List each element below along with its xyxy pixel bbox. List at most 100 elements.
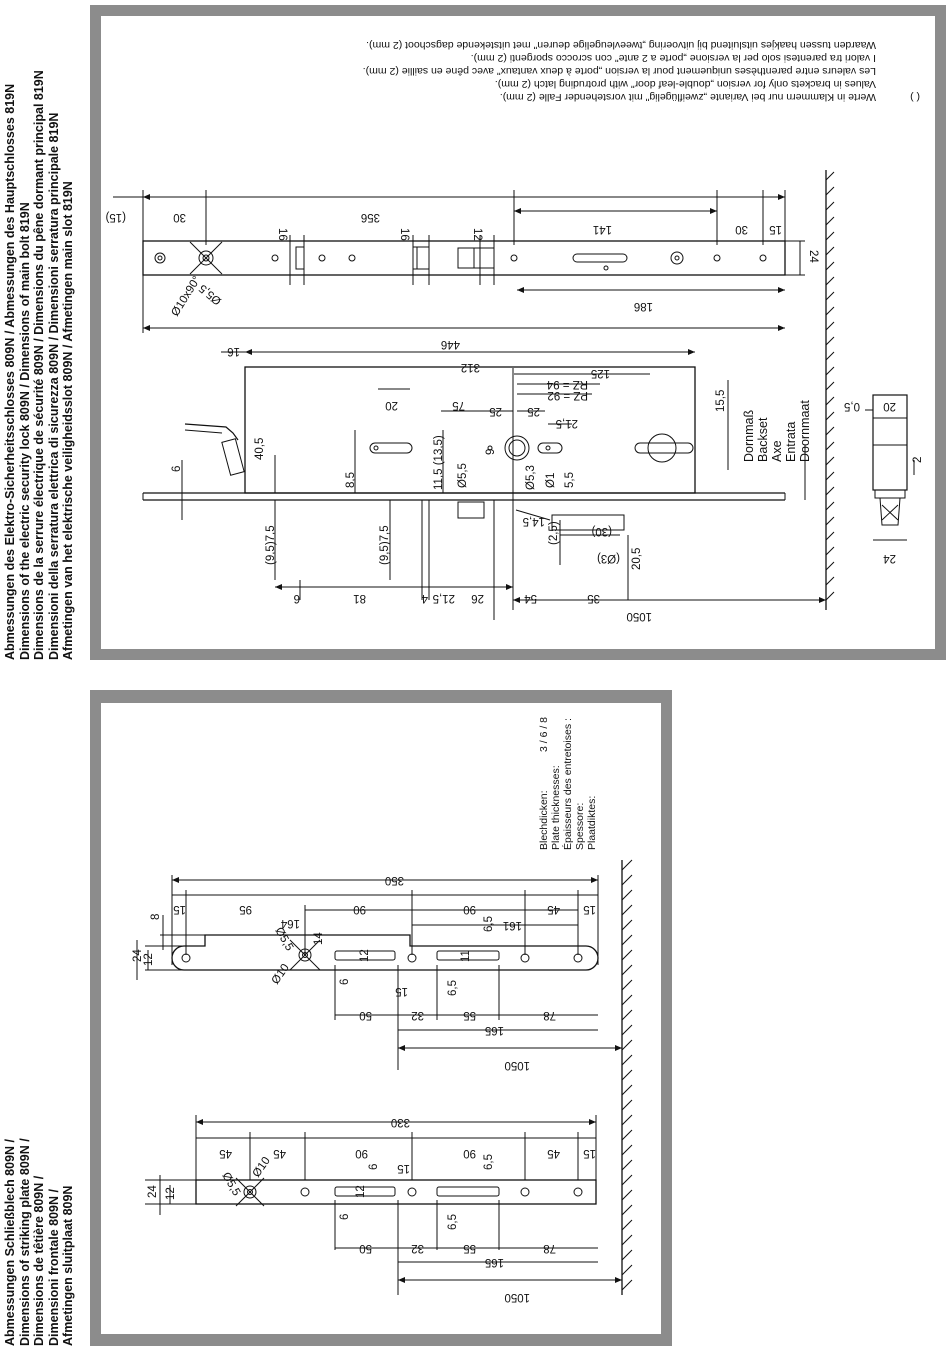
dim-label: 21,5 — [556, 417, 578, 429]
dim-label: 78 — [543, 1009, 556, 1021]
dim-label: 24 — [132, 949, 144, 962]
dim-label: 141 — [593, 223, 612, 235]
dim-label: 6 — [171, 466, 183, 472]
dim-label: 164 — [280, 917, 300, 929]
dim-label: 15 — [397, 1162, 410, 1174]
dim-label: 78 — [543, 1242, 556, 1254]
dim-label: 15,5 — [715, 390, 727, 412]
dim-label: 350 — [385, 874, 404, 886]
dim-label: 50 — [359, 1242, 372, 1254]
dim-label: 32 — [411, 1242, 424, 1254]
lock-drawing: (15) 30 356 16 16 12 141 30 15 24 186 44… — [105, 39, 924, 622]
dim-label: (2,5) — [548, 521, 560, 545]
dim-label: 0,5 — [844, 400, 860, 412]
dim-label: 6 — [339, 1214, 351, 1220]
note-line: Waarden tussen haakjes uitsluitend bij u… — [366, 39, 876, 51]
bottom-caption: Abmessungen Schließblech 809N / Dimensio… — [3, 1138, 76, 1346]
dim-label: RZ = 94 — [546, 378, 588, 390]
dim-label: 50 — [359, 1009, 372, 1021]
dim-label: 11,5 (13,5) — [433, 435, 445, 490]
dim-label: Ø5,5 — [219, 1171, 242, 1199]
dim-label: 32 — [411, 1009, 424, 1021]
dim-label: 12 — [143, 953, 155, 966]
dim-label: 6 — [339, 979, 351, 985]
caption-line: Abmessungen des Elektro-Sicherheitsschlo… — [3, 83, 17, 660]
dim-label: 1050 — [504, 1291, 530, 1303]
dim-label: 45 — [547, 1147, 560, 1159]
dim-label: 90 — [355, 1147, 368, 1159]
top-caption: Abmessungen des Elektro-Sicherheitsschlo… — [3, 70, 76, 660]
dim-label: 446 — [441, 338, 460, 350]
backset-label: Entrata — [784, 422, 798, 462]
dim-label: Ø5,5 — [457, 463, 469, 488]
dim-label: 14,5 — [523, 515, 545, 527]
striking-plate-drawing: 350 15 95 90 90 45 15 164 161 8 24 12 Ø5… — [132, 717, 633, 1303]
dim-label: 21,5 — [433, 592, 455, 604]
dim-label: 5,5 — [564, 472, 576, 488]
dim-label: Ø10x90° — [169, 274, 203, 318]
dim-label: Ø10 — [270, 962, 292, 987]
caption-line: Afmetingen sluitplaat 809N — [61, 1185, 76, 1346]
dim-label: 54 — [524, 592, 537, 604]
dim-label: 81 — [353, 592, 366, 604]
dim-label: 165 — [485, 1024, 504, 1036]
note-line: Values in brackets only for version „dou… — [495, 78, 876, 90]
dim-label: 15 — [583, 903, 596, 915]
dim-label: 1050 — [504, 1059, 530, 1071]
dim-label: 6,5 — [447, 980, 459, 996]
note-line: I valori tra parentesi solo per la versi… — [471, 52, 876, 64]
dim-label: 15 — [583, 1147, 596, 1159]
note-line: Werte in Klammern nur bei Variante „zwei… — [500, 91, 876, 103]
dim-label: 25 — [527, 405, 540, 417]
dim-label: 6,5 — [447, 1214, 459, 1230]
caption-line: Dimensions de la serrure électrique de s… — [32, 70, 47, 660]
dim-label: Ø5,5 — [197, 282, 224, 307]
dim-label: 186 — [634, 300, 653, 312]
dim-label: 40,5 — [254, 438, 266, 460]
dim-label: 16 — [227, 345, 240, 357]
dim-label: Ø5,3 — [525, 465, 537, 490]
caption-line: Dimensioni della serratura elettrica di … — [46, 112, 61, 660]
backset-label: Doornmaat — [798, 400, 812, 462]
caption-line: Abmessungen Schließblech 809N / — [3, 1138, 17, 1346]
striking-plate-area: 350 15 95 90 90 45 15 164 161 8 24 12 Ø5… — [101, 703, 661, 1334]
plate-thickness-label: Plaatdiktes: — [586, 796, 598, 850]
dim-label: 16 — [398, 228, 410, 241]
dim-label: 24 — [147, 1185, 159, 1198]
dim-label: 12 — [355, 1185, 367, 1198]
note-bracket: ( ) — [910, 91, 920, 103]
dim-label: 15 — [769, 223, 782, 235]
dim-label: 35 — [587, 592, 600, 604]
dim-label: 45 — [273, 1147, 286, 1159]
dim-label: 330 — [391, 1116, 410, 1128]
dim-label: 2 — [912, 457, 924, 463]
dim-label: 24 — [807, 250, 819, 263]
dim-label: Ø10 — [251, 1155, 273, 1180]
caption-line: Dimensioni frontale 809N / — [46, 1189, 61, 1346]
note-line: Les valeurs entre parenthèses uniquement… — [363, 65, 876, 77]
dim-label: 12 — [165, 1187, 177, 1200]
caption-line: Dimensions de têtière 809N / — [32, 1175, 47, 1346]
dim-label: 55 — [463, 1242, 476, 1254]
dim-label: 12 — [471, 228, 483, 241]
dim-label: 45 — [547, 903, 560, 915]
dim-label: 45 — [219, 1147, 232, 1159]
dim-label: 90 — [463, 1147, 476, 1159]
dim-label: 25 — [489, 405, 502, 417]
dim-label: 312 — [461, 361, 480, 373]
plate-thickness-label: Épaisseurs des entretoises : — [561, 718, 574, 850]
dim-label: 26 — [471, 592, 484, 604]
dim-label: (30) — [591, 525, 612, 537]
caption-line: Afmetingen van het elektrische veilighei… — [61, 181, 76, 660]
dim-label: 1050 — [626, 610, 652, 622]
dim-label: 6 — [294, 592, 300, 604]
dim-label: 125 — [591, 367, 610, 379]
dim-label: (15) — [105, 211, 126, 223]
dim-label: 9 — [485, 449, 497, 455]
dim-label: (9,5)7,5 — [265, 525, 277, 565]
dim-label: 15 — [173, 903, 186, 915]
dim-label: 161 — [503, 919, 522, 931]
lock-drawing-area: (15) 30 356 16 16 12 141 30 15 24 186 44… — [101, 16, 935, 649]
dim-label: 6,5 — [483, 916, 495, 932]
dim-label: 30 — [173, 211, 186, 223]
